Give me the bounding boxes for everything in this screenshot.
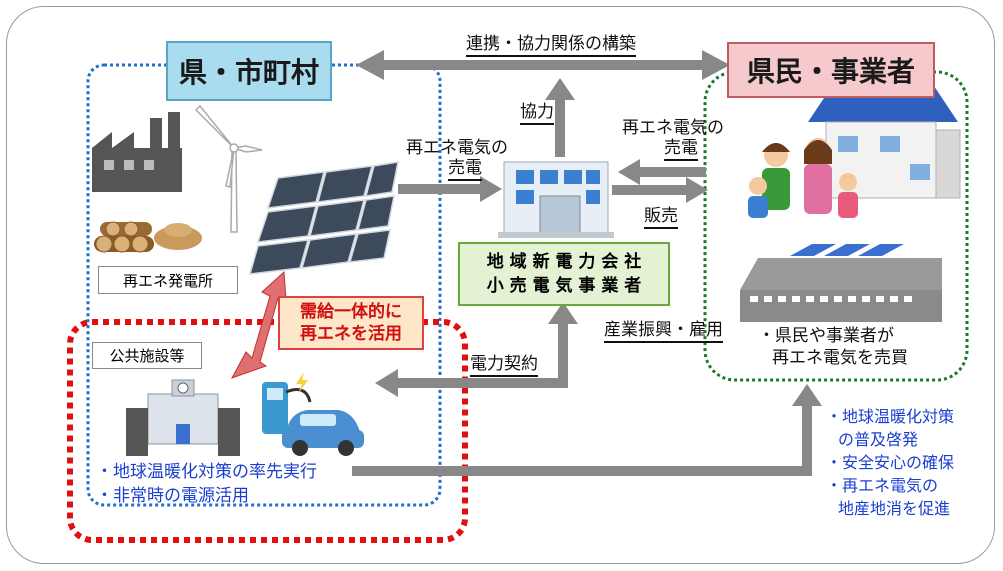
right-note-line2: の普及啓発 [838, 430, 919, 449]
sell-left-line2: 売電 [448, 158, 482, 181]
sales-label: 販売 [644, 206, 678, 229]
industry-label: 産業振興・雇用 [604, 320, 723, 343]
power-company-box: 地 域 新 電 力 会 社 小 売 電 気 事 業 者 [458, 242, 670, 306]
power-company-line2: 小 売 電 気 事 業 者 [486, 276, 642, 296]
right-note-line3: ・安全安心の確保 [826, 453, 955, 472]
supply-demand-arrow [230, 270, 287, 379]
renewable-plant-label: 再エネ発電所 [122, 271, 213, 290]
prefecture-box: 県・市町村 [166, 41, 332, 101]
residents-note-line2: 再エネ電気を売買 [772, 348, 908, 368]
residents-region [703, 70, 969, 382]
right-note-line4: ・再エネ電気の [826, 476, 939, 495]
cooperation-arrow [356, 50, 730, 80]
prefecture-region [86, 63, 442, 507]
supply-demand-box: 需給一体的に 再エネを活用 [278, 296, 424, 350]
power-company-line1: 地 域 新 電 力 会 社 [486, 252, 642, 272]
factory-icon [92, 112, 182, 192]
supply-demand-line2: 再エネを活用 [300, 324, 402, 344]
sell-right-line2: 売電 [664, 138, 698, 161]
cooperation-up-arrow [545, 78, 575, 157]
wood-pellets-icon [154, 223, 202, 250]
renewable-plant-box: 再エネ発電所 [98, 266, 238, 294]
public-facilities-label: 公共施設等 [109, 347, 185, 365]
logs-icon [94, 221, 154, 253]
public-note-line2: ・非常時の電源活用 [96, 486, 249, 506]
office-building-icon [498, 161, 614, 238]
cooperation-label: 協力 [520, 102, 554, 125]
power-contract-arrow [375, 302, 578, 397]
public-facilities-box: 公共施設等 [92, 342, 202, 369]
right-note-line5: 地産地消を促進 [838, 499, 951, 518]
family-icon [748, 138, 858, 218]
residents-label: 県民・事業者 [746, 55, 915, 88]
solar-panels-icon [248, 161, 399, 275]
supply-demand-line1: 需給一体的に [300, 302, 402, 322]
wind-turbine-icon [194, 104, 263, 233]
electric-car-icon [282, 410, 364, 456]
factory-building-icon [740, 244, 942, 322]
sell-left-arrow [398, 176, 502, 202]
cooperation-relation-label: 連携・協力関係の構築 [466, 34, 636, 57]
residents-note-line1: ・県民や事業者が [758, 326, 894, 346]
sell-right-arrow [618, 159, 706, 185]
power-contract-label: 電力契約 [470, 354, 538, 377]
sales-arrow [612, 177, 708, 203]
school-building-icon [126, 379, 240, 456]
ev-charger-icon [262, 372, 312, 434]
sell-right-line1: 再エネ電気の [622, 118, 724, 138]
right-note-line1: ・地球温暖化対策 [826, 407, 955, 426]
sell-left-line1: 再エネ電気の [406, 138, 508, 158]
residents-box: 県民・事業者 [727, 42, 935, 98]
bottom-arrow [352, 384, 822, 476]
public-note-line1: ・地球温暖化対策の率先実行 [96, 462, 317, 482]
prefecture-label: 県・市町村 [178, 56, 319, 89]
